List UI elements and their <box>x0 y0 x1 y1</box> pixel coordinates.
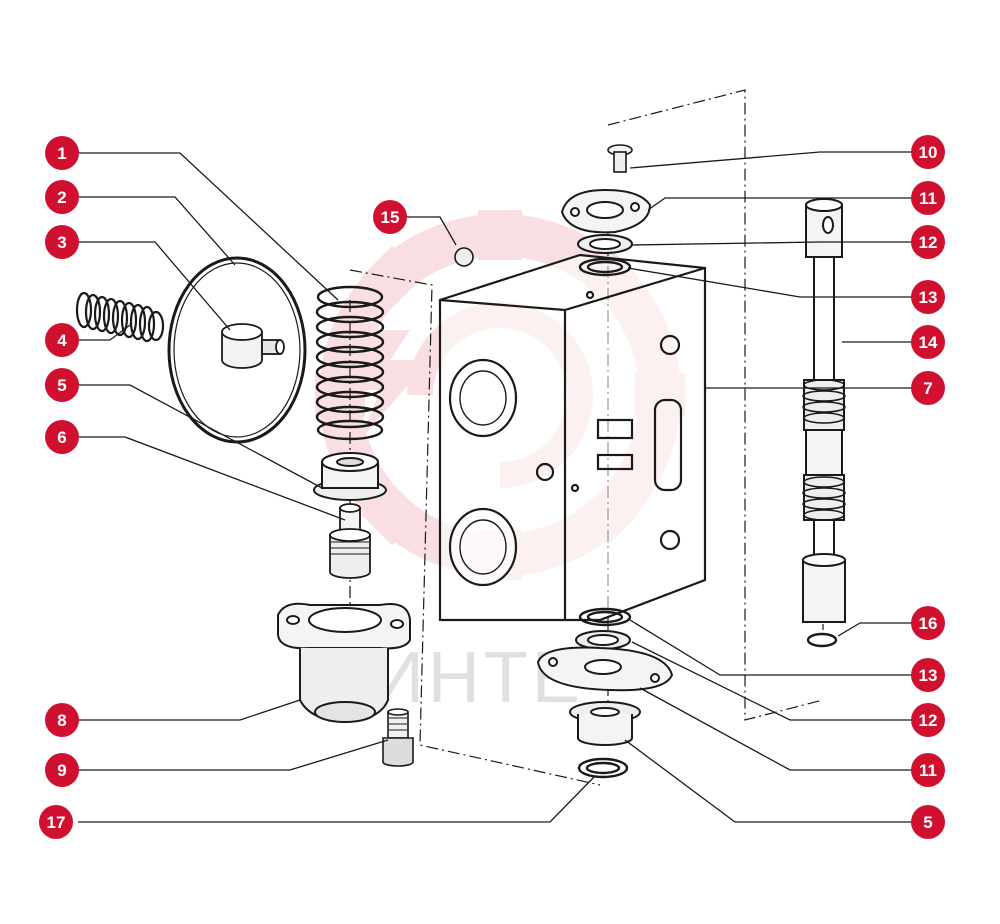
circlip-part-16 <box>806 632 838 648</box>
callout-15: 15 <box>373 200 407 234</box>
leader-lines <box>78 151 912 823</box>
piston-part-3 <box>221 323 285 369</box>
ball-part-15 <box>454 247 474 267</box>
svg-text:10: 10 <box>919 143 938 162</box>
spool-part-14 <box>802 198 846 623</box>
callout-11-right-top: 11 <box>911 181 945 215</box>
svg-text:15: 15 <box>381 208 400 227</box>
svg-text:7: 7 <box>923 379 932 398</box>
seal-ring-part-13-bottom <box>578 607 632 627</box>
svg-text:11: 11 <box>919 761 937 780</box>
washer-part-12-top <box>577 234 633 254</box>
svg-text:12: 12 <box>919 711 938 730</box>
callouts: 1 2 3 4 5 6 8 9 17 15 10 11 12 13 14 7 1… <box>39 135 945 839</box>
callout-4-left: 4 <box>45 323 79 357</box>
callout-12-right-bottom: 12 <box>911 703 945 737</box>
callout-16-right: 16 <box>911 606 945 640</box>
callout-17-left: 17 <box>39 805 73 839</box>
o-ring-part-17 <box>577 757 629 779</box>
svg-text:5: 5 <box>57 376 66 395</box>
callout-10-right: 10 <box>911 135 945 169</box>
svg-text:6: 6 <box>57 428 66 447</box>
svg-text:13: 13 <box>919 666 938 685</box>
callout-13-right-top: 13 <box>911 280 945 314</box>
svg-text:2: 2 <box>57 188 66 207</box>
callout-12-right-top: 12 <box>911 225 945 259</box>
valve-body-part-7 <box>438 253 707 622</box>
washer-part-12-bottom <box>575 630 631 650</box>
cover-plate-part-11-bottom <box>536 646 674 692</box>
valve-stem-part-6 <box>329 503 371 579</box>
svg-text:9: 9 <box>57 761 66 780</box>
svg-text:17: 17 <box>47 813 66 832</box>
callout-1-left: 1 <box>45 136 79 170</box>
flange-cap-part-8 <box>277 602 411 724</box>
svg-text:12: 12 <box>919 233 938 252</box>
callout-9-left: 9 <box>45 753 79 787</box>
screw-part-10 <box>607 144 633 173</box>
callout-2-left: 2 <box>45 180 79 214</box>
spring-seat-part-5-right <box>569 701 641 746</box>
watermark-text: ИНТЕ <box>372 638 584 718</box>
svg-text:16: 16 <box>919 614 938 633</box>
seal-ring-part-13-top <box>578 257 632 277</box>
svg-text:3: 3 <box>57 233 66 252</box>
large-spring-part-1 <box>315 285 385 441</box>
callout-13-right-bottom: 13 <box>911 658 945 692</box>
svg-text:11: 11 <box>919 189 937 208</box>
callout-5-right-bottom: 5 <box>911 805 945 839</box>
svg-text:14: 14 <box>919 333 938 352</box>
spring-seat-part-5-left <box>313 452 387 501</box>
screw-part-9 <box>382 708 414 767</box>
svg-text:8: 8 <box>57 711 66 730</box>
svg-text:5: 5 <box>923 813 932 832</box>
svg-text:13: 13 <box>919 288 938 307</box>
callout-6-left: 6 <box>45 420 79 454</box>
callout-7-right: 7 <box>911 371 945 405</box>
svg-text:1: 1 <box>57 144 66 163</box>
callout-14-right: 14 <box>911 325 945 359</box>
svg-text:4: 4 <box>57 331 67 350</box>
callout-5-left: 5 <box>45 368 79 402</box>
cover-plate-part-11-top <box>560 188 652 234</box>
small-spring-part-4 <box>75 291 165 343</box>
callout-8-left: 8 <box>45 703 79 737</box>
callout-11-right-bottom: 11 <box>911 753 945 787</box>
callout-3-left: 3 <box>45 225 79 259</box>
